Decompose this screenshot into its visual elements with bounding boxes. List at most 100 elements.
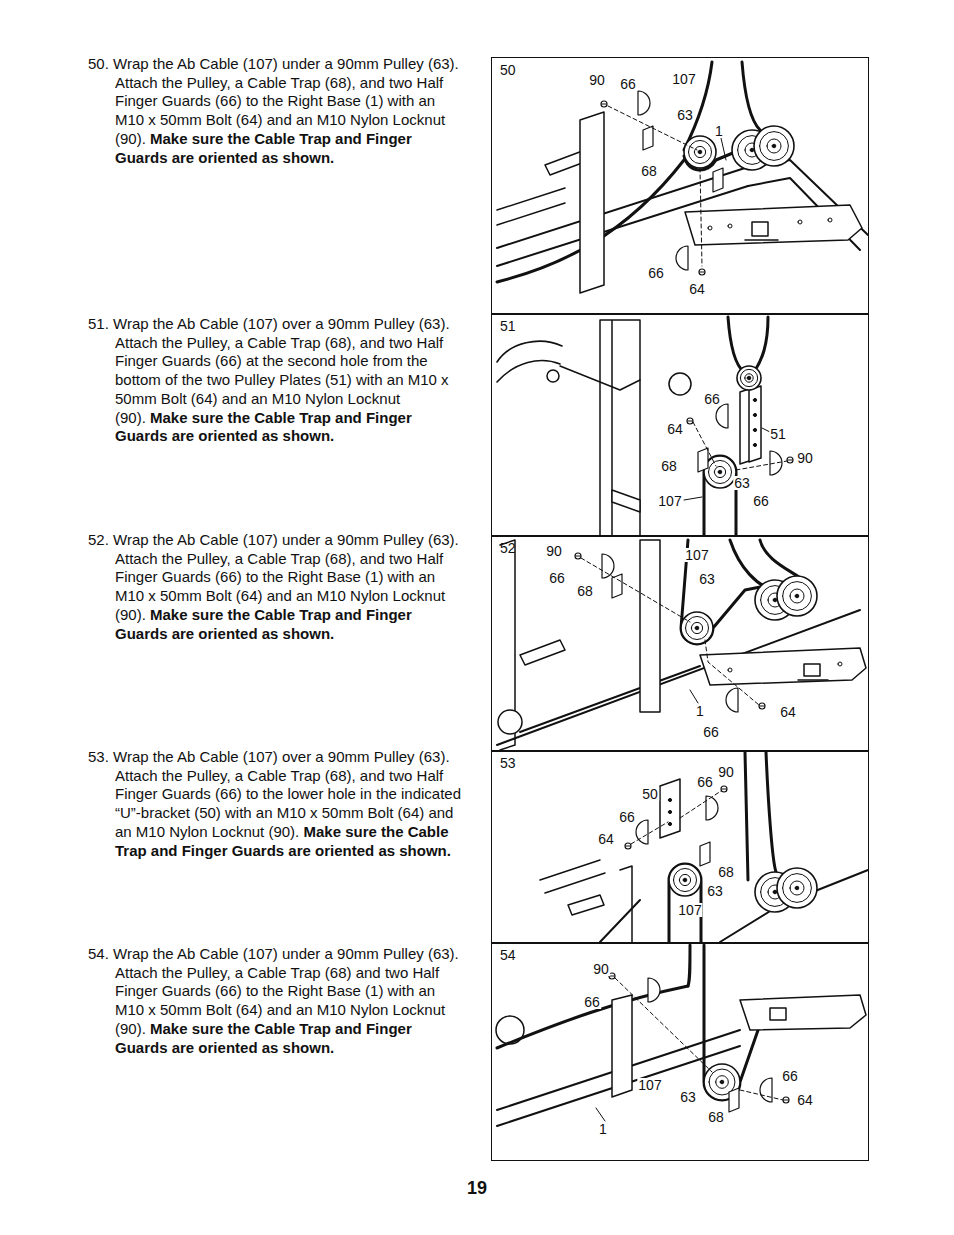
step-number: 53	[500, 756, 516, 770]
ab-cable	[760, 540, 800, 578]
bracket-holes	[668, 798, 671, 825]
left-pulley	[498, 710, 522, 734]
cable-trap	[643, 126, 653, 150]
callout-number: 63	[733, 476, 751, 490]
pulley-axle	[772, 144, 776, 148]
upright-frame	[600, 320, 640, 535]
pulley	[704, 456, 736, 488]
tube-bracket	[568, 895, 604, 915]
callout-number: 66	[618, 810, 636, 824]
assembly-line	[693, 422, 787, 470]
callout-number: 50	[641, 787, 659, 801]
base-frame	[600, 870, 868, 942]
callout-number: 51	[769, 427, 787, 441]
callout-number: 66	[619, 77, 637, 91]
step-panel: 50	[491, 57, 869, 315]
assembly-line	[581, 558, 759, 705]
cable-trap	[700, 842, 710, 866]
ab-cable	[754, 317, 768, 372]
pulley	[754, 126, 794, 166]
instruction-step: 51. Wrap the Ab Cable (107) over a 90mm …	[88, 315, 466, 446]
ab-cable	[745, 752, 748, 880]
callout-number: 66	[781, 1069, 799, 1083]
callout-number: 66	[696, 775, 714, 789]
pulley-axle	[747, 376, 751, 380]
callout-number: 64	[666, 422, 684, 436]
leader-line	[721, 138, 726, 160]
callout-number: 90	[592, 962, 610, 976]
plate-bracket	[798, 664, 828, 680]
ab-cable	[688, 945, 690, 986]
instruction-step: 53. Wrap the Ab Cable (107) over a 90mm …	[88, 748, 466, 860]
bracket	[612, 490, 640, 512]
bolt-head	[575, 553, 581, 559]
bolt-mark	[784, 1100, 788, 1101]
pulley-groove	[760, 132, 789, 161]
pulley-hub	[790, 881, 804, 895]
finger-guard	[770, 451, 782, 475]
upright-post	[640, 540, 660, 712]
pulley-axle	[750, 148, 754, 152]
pulley-groove	[783, 582, 812, 611]
plate-bracket	[745, 222, 778, 240]
instruction-step: 54. Wrap the Ab Cable (107) under a 90mm…	[88, 945, 466, 1057]
pulley	[737, 366, 761, 390]
plate-holes	[753, 398, 756, 446]
small-pulley	[669, 373, 691, 395]
callout-number: 90	[717, 765, 735, 779]
pulley-hub	[714, 466, 725, 477]
finger-guard	[676, 246, 688, 270]
ab-cable	[766, 752, 776, 872]
callout-number: 64	[796, 1093, 814, 1107]
knob	[547, 370, 559, 382]
step-number: 50	[500, 63, 516, 77]
caution-note: Make sure the Cable Trap and Finger Guar…	[115, 1020, 412, 1056]
pulley-hub	[694, 146, 705, 157]
bolt-head	[759, 703, 765, 709]
callout-number: 107	[671, 72, 696, 86]
bolt-head	[625, 843, 631, 849]
cross-tube	[540, 860, 605, 893]
caution-note: Make sure the Cable Trap and Finger Guar…	[115, 409, 412, 445]
caution-note: Make sure the Cable Trap and Finger Guar…	[115, 606, 412, 642]
cross-tube	[497, 188, 565, 225]
callout-number: 107	[657, 494, 682, 508]
pulley	[777, 576, 817, 616]
upright-post	[612, 995, 632, 1097]
callout-number: 63	[679, 1090, 697, 1104]
callout-number: 66	[548, 571, 566, 585]
pulley-axle	[795, 594, 799, 598]
finger-guard	[648, 978, 660, 1002]
step-number: 52	[500, 541, 516, 555]
callout-number: 66	[702, 725, 720, 739]
callout-number: 1	[714, 124, 724, 138]
ab-cable	[728, 317, 744, 372]
callout-number: 63	[698, 572, 716, 586]
finger-guard	[760, 1078, 772, 1102]
u-bracket	[660, 779, 680, 838]
bolt-mark	[576, 556, 580, 557]
pulley-groove	[708, 460, 731, 483]
pulley-hub	[679, 874, 690, 885]
callout-number: 66	[752, 494, 770, 508]
callout-number: 68	[707, 1110, 725, 1124]
callout-number: 90	[796, 451, 814, 465]
callout-number: 1	[695, 704, 705, 718]
bolt-mark	[722, 789, 726, 790]
pulley-groove	[740, 369, 757, 386]
leader-line	[690, 690, 698, 703]
pulley-groove	[783, 874, 812, 903]
callout-number: 68	[660, 459, 678, 473]
cable-trap	[698, 448, 708, 472]
bolt-head	[687, 418, 693, 424]
callout-number: 63	[676, 108, 694, 122]
callout-number: 64	[779, 705, 797, 719]
finger-guard	[716, 404, 728, 428]
plate-holes	[728, 662, 842, 672]
cable-trap	[713, 168, 723, 192]
bolt-mark	[760, 706, 764, 707]
pulley-hub	[691, 622, 702, 633]
finger-guard	[638, 91, 650, 115]
